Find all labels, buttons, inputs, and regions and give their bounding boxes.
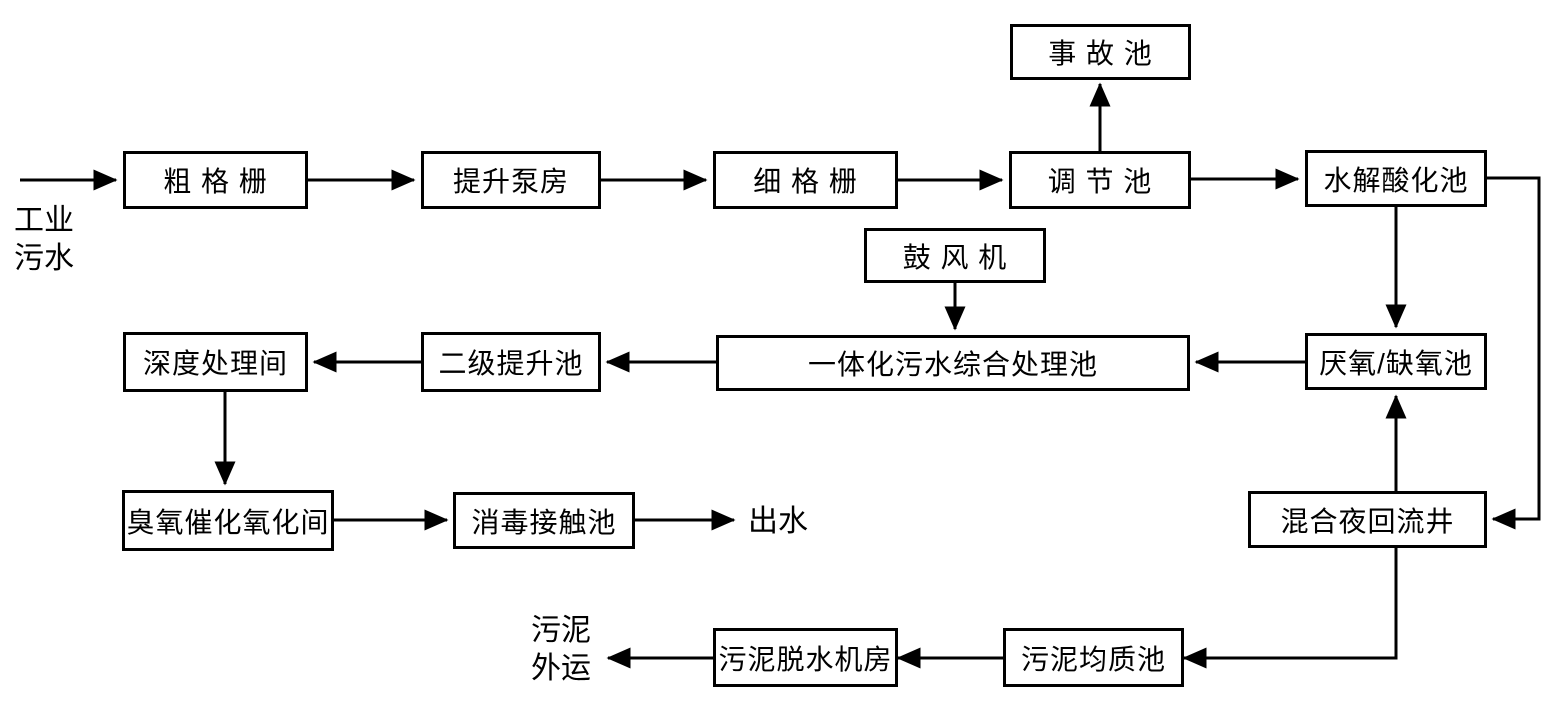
edge-hydrolysis-tank-to-return-well [1487,176,1541,530]
node-sludge-dewatering-room: 污泥脱水机房 [713,628,898,687]
label-effluent: 出水 [748,505,808,538]
node-mixed-liquor-return-well: 混合夜回流井 [1248,491,1487,548]
node-secondary-lift-tank: 二级提升池 [421,332,601,392]
node-accident-tank: 事 故 池 [1010,24,1191,80]
node-lift-pump-station: 提升泵房 [421,151,601,209]
node-ozone-catalytic-oxidation-room: 臭氧催化氧化间 [122,490,334,551]
edge-return-well-to-homogenizing-tank [1182,548,1398,669]
label-sludge-out-line2: 外运 [531,652,591,685]
node-blower: 鼓 风 机 [864,228,1046,283]
label-sludge-out-line1: 污泥 [531,614,591,647]
node-fine-screen: 细 格 栅 [713,151,898,209]
label-influent-line1: 工业 [14,204,74,237]
node-hydrolysis-acidification-tank: 水解酸化池 [1305,150,1487,207]
node-integrated-treatment-tank: 一体化污水综合处理池 [716,335,1190,391]
node-advanced-treatment-room: 深度处理间 [123,332,308,392]
label-influent-line2: 污水 [14,242,74,275]
label-sludge-out: 污泥 外运 [531,612,591,688]
node-regulating-tank: 调 节 池 [1009,151,1191,209]
node-disinfection-contact-tank: 消毒接触池 [453,492,635,549]
label-influent: 工业 污水 [14,202,74,278]
node-coarse-screen: 粗 格 栅 [123,151,308,209]
node-sludge-homogenizing-tank: 污泥均质池 [1003,628,1184,687]
node-anaerobic-anoxic-tank: 厌氧/缺氧池 [1305,333,1487,390]
